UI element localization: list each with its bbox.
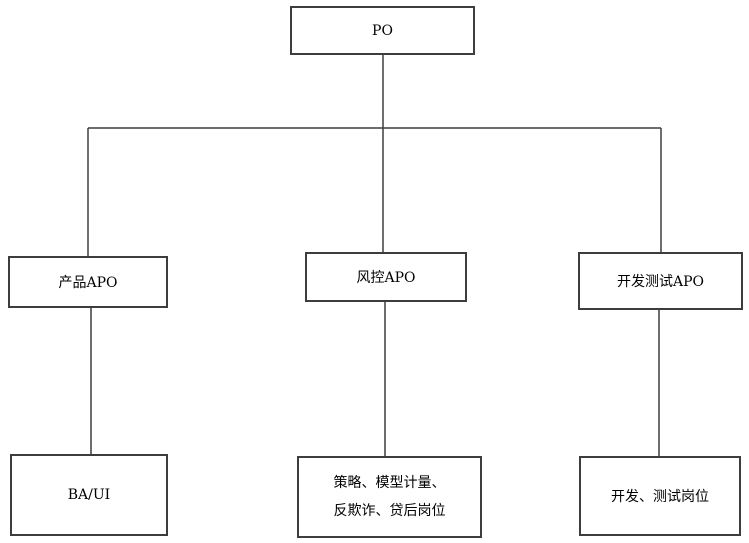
node-risk-control-apo-label: 风控APO (356, 270, 416, 286)
node-risk-roles-label: 策略、模型计量、 反欺诈、贷后岗位 (334, 469, 446, 525)
node-dev-test-roles-label: 开发、测试岗位 (611, 489, 709, 505)
node-risk-control-apo: 风控APO (305, 252, 467, 302)
node-product-apo-label: 产品APO (58, 275, 118, 291)
node-risk-roles: 策略、模型计量、 反欺诈、贷后岗位 (297, 456, 482, 538)
node-risk-roles-line-2: 反欺诈、贷后岗位 (333, 503, 446, 519)
node-product-apo: 产品APO (8, 256, 168, 308)
node-dev-test-apo-label: 开发测试APO (616, 274, 704, 290)
node-po-label: PO (372, 22, 393, 39)
node-dev-test-roles: 开发、测试岗位 (579, 456, 741, 536)
node-ba-ui-label: BA/UI (67, 487, 111, 503)
node-po: PO (290, 6, 475, 55)
node-risk-roles-line-1: 策略、模型计量、 (333, 475, 446, 491)
node-dev-test-apo: 开发测试APO (578, 252, 743, 310)
node-ba-ui: BA/UI (10, 454, 168, 536)
